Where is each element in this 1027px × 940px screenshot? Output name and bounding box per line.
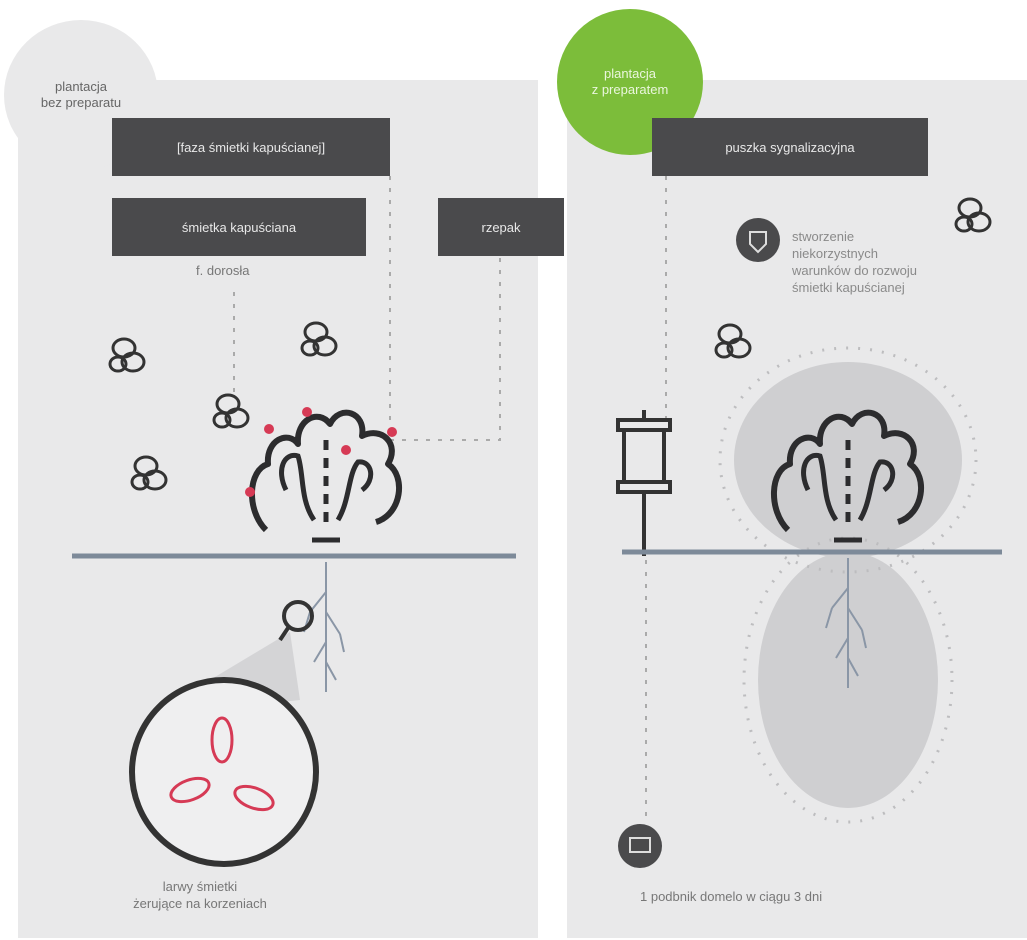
bottom-caption: 1 podbnik domelo w ciągu 3 dni xyxy=(640,889,823,904)
pest-box: śmietka kapuściana xyxy=(112,198,366,256)
right-title-box: puszka sygnalizacyjna xyxy=(652,118,928,176)
effect-text: stworzenie niekorzystnych warunków do ro… xyxy=(792,229,918,295)
pest-stage-label: f. dorosła xyxy=(196,263,250,278)
left-title-box: [faza śmietki kapuścianej] xyxy=(112,118,390,176)
larvae-caption: larwy śmietki żerujące na korzeniach xyxy=(133,879,267,911)
host-box: rzepak xyxy=(438,198,564,256)
